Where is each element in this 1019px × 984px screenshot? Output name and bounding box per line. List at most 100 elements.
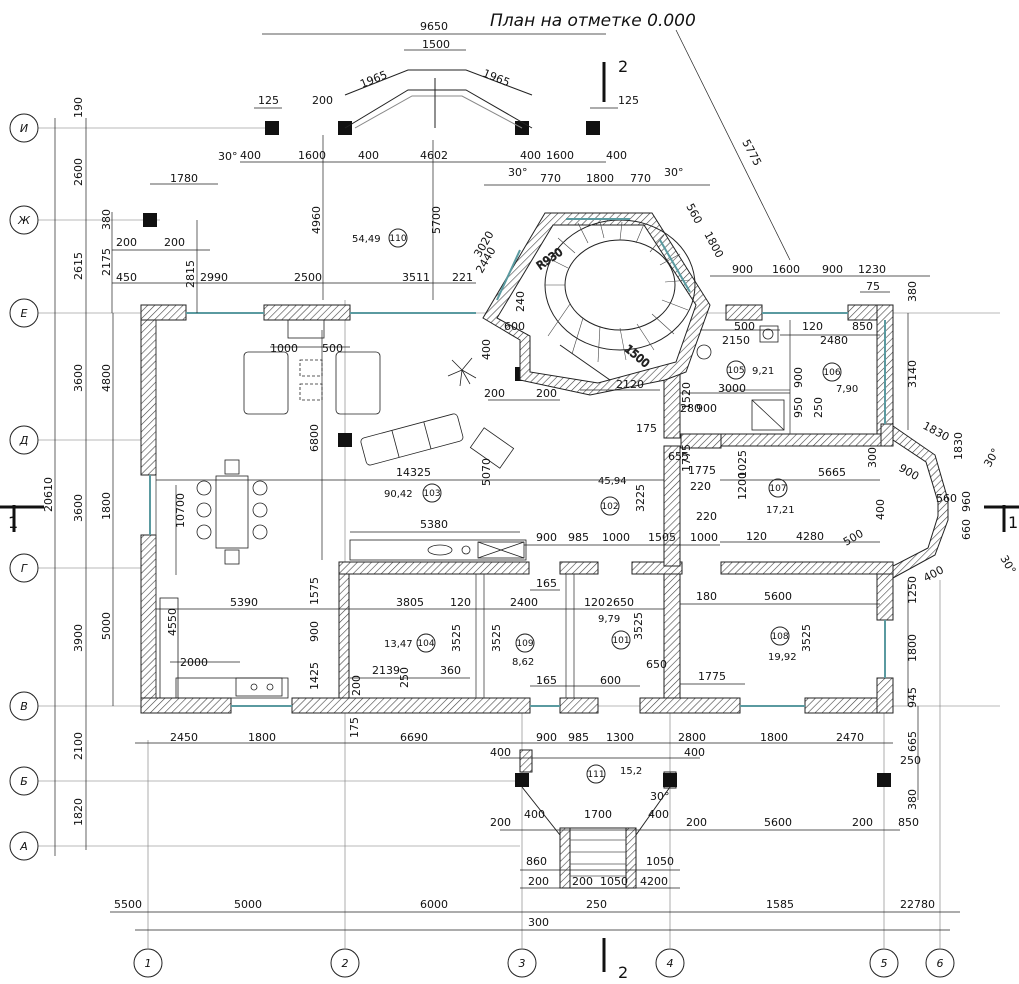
svg-text:5: 5 (881, 957, 888, 970)
svg-text:5600: 5600 (764, 590, 792, 603)
svg-text:45,94: 45,94 (598, 476, 627, 487)
svg-text:400: 400 (240, 149, 261, 162)
columns (143, 121, 891, 787)
svg-text:900: 900 (696, 402, 717, 415)
svg-text:9,79: 9,79 (598, 614, 620, 625)
svg-text:500: 500 (322, 342, 343, 355)
svg-text:Е: Е (21, 307, 28, 320)
col-axis-3: 3 (507, 948, 537, 978)
section-mark-bottom: 2 (618, 963, 628, 982)
svg-text:101: 101 (612, 636, 629, 646)
svg-text:2990: 2990 (200, 271, 228, 284)
svg-text:В: В (20, 700, 28, 713)
svg-text:250: 250 (812, 397, 825, 418)
col-axis-1: 1 (133, 948, 163, 978)
svg-text:5775: 5775 (739, 137, 764, 168)
section-marks (0, 62, 1019, 972)
svg-text:3225: 3225 (634, 484, 647, 512)
svg-text:1830: 1830 (921, 419, 952, 444)
svg-text:5600: 5600 (764, 816, 792, 829)
svg-text:360: 360 (440, 664, 461, 677)
svg-text:4960: 4960 (310, 206, 323, 234)
svg-text:850: 850 (852, 320, 873, 333)
svg-text:3900: 3900 (72, 624, 85, 652)
col-axis-5: 5 (869, 948, 899, 978)
svg-text:400: 400 (480, 339, 493, 360)
row-axis-V: В (9, 691, 39, 721)
row-axis-D: Д (9, 425, 39, 455)
svg-text:250: 250 (900, 754, 921, 767)
svg-text:900: 900 (792, 367, 805, 388)
svg-text:770: 770 (630, 172, 651, 185)
kitchen-counter (159, 539, 527, 699)
svg-text:И: И (20, 122, 28, 135)
svg-text:30°: 30° (650, 790, 670, 803)
svg-text:2650: 2650 (606, 596, 634, 609)
svg-text:200: 200 (350, 675, 363, 696)
stair-enclosure: R930 1500 (482, 212, 711, 396)
svg-text:2800: 2800 (678, 731, 706, 744)
svg-text:3525: 3525 (800, 624, 813, 652)
svg-text:600: 600 (504, 320, 525, 333)
svg-text:860: 860 (526, 855, 547, 868)
svg-text:5000: 5000 (100, 612, 113, 640)
svg-text:4280: 4280 (796, 530, 824, 543)
svg-text:5390: 5390 (230, 596, 258, 609)
svg-text:1800: 1800 (248, 731, 276, 744)
svg-text:19,92: 19,92 (768, 652, 797, 663)
svg-text:111: 111 (587, 770, 604, 780)
svg-text:660: 660 (960, 519, 973, 540)
coffee-table (469, 427, 515, 469)
svg-text:125: 125 (258, 94, 279, 107)
svg-text:3525: 3525 (490, 624, 503, 652)
svg-text:1600: 1600 (546, 149, 574, 162)
svg-text:1000: 1000 (270, 342, 298, 355)
svg-text:655: 655 (668, 450, 689, 463)
svg-text:75: 75 (866, 280, 880, 293)
svg-text:1800: 1800 (701, 229, 726, 260)
section-mark-top: 2 (618, 57, 628, 76)
svg-text:200: 200 (686, 816, 707, 829)
svg-text:10700: 10700 (174, 493, 187, 528)
top-bay (344, 69, 533, 129)
svg-text:1775: 1775 (698, 670, 726, 683)
col-axis-6: 6 (925, 948, 955, 978)
svg-text:125: 125 (618, 94, 639, 107)
svg-text:221: 221 (452, 271, 473, 284)
svg-text:15,2: 15,2 (620, 766, 642, 777)
svg-text:5665: 5665 (818, 466, 846, 479)
svg-text:300: 300 (866, 447, 879, 468)
col-axis-bubbles: 1 2 3 4 5 6 (133, 948, 955, 978)
svg-text:2470: 2470 (836, 731, 864, 744)
row-axis-I: И (9, 113, 39, 143)
svg-text:900: 900 (897, 461, 922, 483)
room-111: 111 15,2 (586, 764, 642, 784)
svg-text:650: 650 (646, 658, 667, 671)
svg-text:30°: 30° (981, 446, 1002, 469)
svg-text:14325: 14325 (396, 466, 431, 479)
svg-text:665: 665 (906, 731, 919, 752)
svg-text:2175: 2175 (100, 248, 113, 276)
svg-text:380: 380 (906, 789, 919, 810)
svg-text:1800: 1800 (100, 492, 113, 520)
svg-text:6690: 6690 (400, 731, 428, 744)
sofa (360, 413, 464, 466)
svg-text:600: 600 (600, 674, 621, 687)
svg-text:1230: 1230 (858, 263, 886, 276)
plan-title: План на отметке 0.000 (490, 11, 696, 31)
svg-text:1585: 1585 (766, 898, 794, 911)
svg-text:5000: 5000 (234, 898, 262, 911)
svg-text:6800: 6800 (308, 424, 321, 452)
svg-text:90,42: 90,42 (384, 489, 413, 500)
svg-text:250: 250 (586, 898, 607, 911)
svg-text:400: 400 (921, 563, 946, 584)
svg-text:300: 300 (528, 916, 549, 929)
svg-text:450: 450 (116, 271, 137, 284)
svg-text:2815: 2815 (184, 260, 197, 288)
svg-text:30°: 30° (997, 553, 1018, 576)
